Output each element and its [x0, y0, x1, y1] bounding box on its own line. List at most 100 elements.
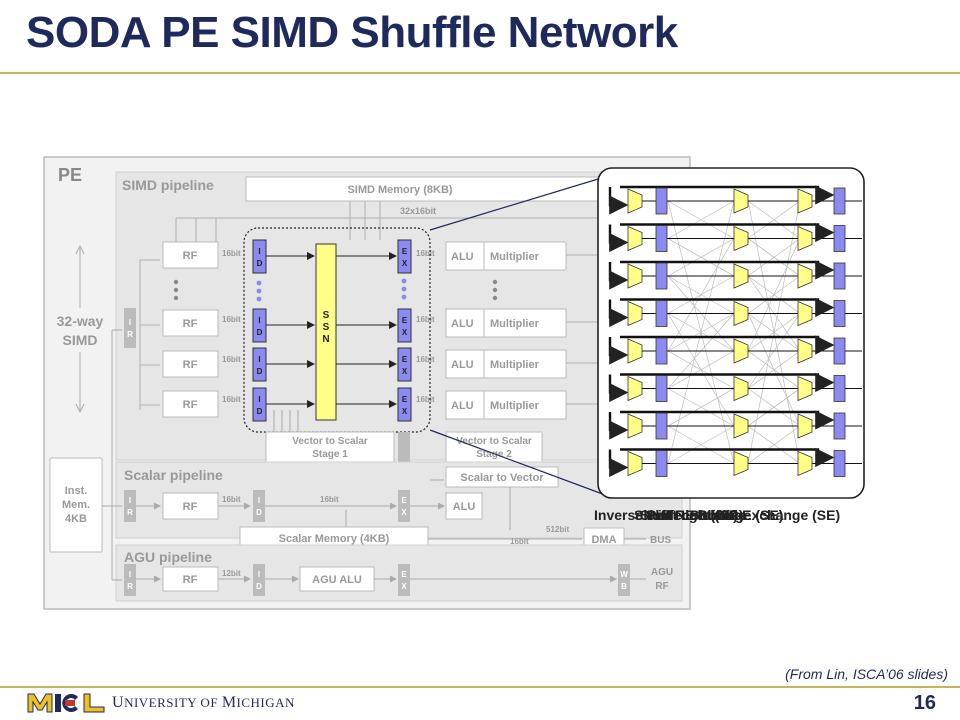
v2s-stage2-line2: Stage 2 [476, 449, 512, 460]
register-icon [833, 300, 846, 327]
svg-text:E: E [402, 247, 408, 256]
university-name: UNIVERSITY OF MICHIGAN [112, 694, 295, 712]
network-lane [608, 447, 862, 478]
v2s-latch [398, 432, 410, 464]
way-arrow-head-down [75, 403, 85, 414]
mux-icon [627, 225, 643, 252]
register-icon [833, 450, 846, 477]
agu-rf-line2: RF [655, 581, 668, 592]
bit-label-12: 12bit [222, 569, 241, 578]
bit-label: 16bit [222, 495, 241, 504]
svg-text:E: E [402, 395, 408, 404]
ex-letters: EX EX EX EX [402, 247, 408, 416]
register-icon [833, 262, 846, 290]
label-shuffle-exchange: Shuffle Exchange (SE) [634, 507, 783, 523]
inst-mem-line2: Mem. [62, 499, 90, 511]
alu-mult-rows [445, 241, 567, 420]
register-icon [833, 337, 846, 365]
scalar-wires [136, 479, 511, 530]
label-shift-right: Shift Right (SR) [640, 507, 743, 523]
svg-text:I: I [129, 570, 131, 579]
network-lane [608, 222, 862, 253]
mux-icon [627, 450, 643, 477]
svg-text:D: D [257, 407, 263, 416]
mux-icon [627, 338, 643, 364]
alu-ellipsis [492, 279, 498, 301]
register-icon [833, 187, 846, 215]
ex-ellipsis [401, 278, 407, 300]
svg-text:W: W [620, 570, 628, 579]
multiplier-label: Multiplier [490, 359, 540, 371]
alu-label: ALU [453, 501, 476, 513]
ir-stage-simd [124, 308, 136, 348]
svg-text:X: X [402, 259, 408, 268]
ex-stage-scalar [398, 490, 410, 522]
svg-text:I: I [129, 496, 131, 505]
register-icon [655, 300, 668, 327]
mux-icon [797, 300, 813, 327]
way-arrow-head-up [75, 244, 85, 255]
rf-label: RF [183, 359, 198, 371]
mux-icon [797, 375, 813, 402]
label-inverse-perfect-shuffle: Inverse Perfect Shuffle [594, 507, 746, 523]
bit-label: 16bit [222, 395, 241, 404]
ex-stage-agu [398, 564, 410, 596]
v2s-stage2 [445, 431, 543, 465]
alu-label: ALU [451, 400, 474, 412]
register-icon [655, 412, 668, 440]
mux-icon [733, 300, 749, 327]
svg-text:I: I [258, 355, 260, 364]
pe-label: PE [58, 165, 82, 185]
shuffle-network-zoom [597, 167, 865, 499]
university-initial: U [112, 694, 125, 711]
inst-mem-line1: Inst. [65, 485, 88, 497]
ir-stage-agu [124, 564, 136, 596]
v2s-stage1-line2: Stage 1 [312, 449, 348, 460]
register-icon [833, 375, 846, 402]
network-lane [608, 410, 862, 440]
mux-icon [733, 188, 749, 214]
svg-text:X: X [401, 508, 407, 517]
agu-rf-line1: AGU [651, 567, 673, 578]
svg-text:R: R [127, 508, 133, 517]
alu-label: ALU [451, 251, 474, 263]
id-stage-scalar [253, 490, 265, 522]
svg-text:X: X [402, 407, 408, 416]
svg-text:I: I [258, 570, 260, 579]
register-icon [833, 412, 846, 440]
bit-label: 16bit [510, 537, 529, 546]
scalar-pipeline-label: Scalar pipeline [124, 467, 223, 483]
svg-text:I: I [258, 496, 260, 505]
simd-memory [245, 176, 607, 202]
label-shuffle-exchange-se: Shuffle-Exchange (SE) [690, 507, 840, 523]
bit-label: 16bit [222, 355, 241, 364]
svg-text:R: R [127, 330, 133, 339]
wb-stage-agu [618, 564, 630, 596]
svg-text:X: X [401, 582, 407, 591]
svg-text:D: D [257, 367, 263, 376]
alu-label: ALU [451, 359, 474, 371]
bit-label-512: 512bit [546, 525, 569, 534]
way-label-line2: SIMD [63, 332, 98, 348]
svg-text:R: R [127, 582, 133, 591]
svg-text:E: E [402, 355, 408, 364]
bus-width-label: 32x16bit [400, 206, 436, 216]
network-lane [608, 335, 862, 365]
bit-label: 16bit [416, 249, 435, 258]
rf-label: RF [183, 399, 198, 411]
id-feed-lines [273, 410, 299, 432]
mux-icon [733, 375, 749, 402]
zoom-callout-top [429, 175, 609, 231]
university-initial: M [221, 694, 237, 711]
label-shift-left: Shift Left (SL) [646, 507, 738, 523]
mux-icon [733, 263, 749, 289]
citation: (From Lin, ISCA’06 slides) [785, 666, 948, 682]
id-stages [252, 239, 267, 422]
rf-ellipsis [173, 279, 179, 301]
bit-label: 16bit [222, 249, 241, 258]
id-ellipsis [256, 280, 262, 302]
svg-text:E: E [402, 316, 408, 325]
v2s-stage1 [265, 431, 395, 465]
mux-icon [797, 225, 813, 252]
svg-text:D: D [257, 328, 263, 337]
